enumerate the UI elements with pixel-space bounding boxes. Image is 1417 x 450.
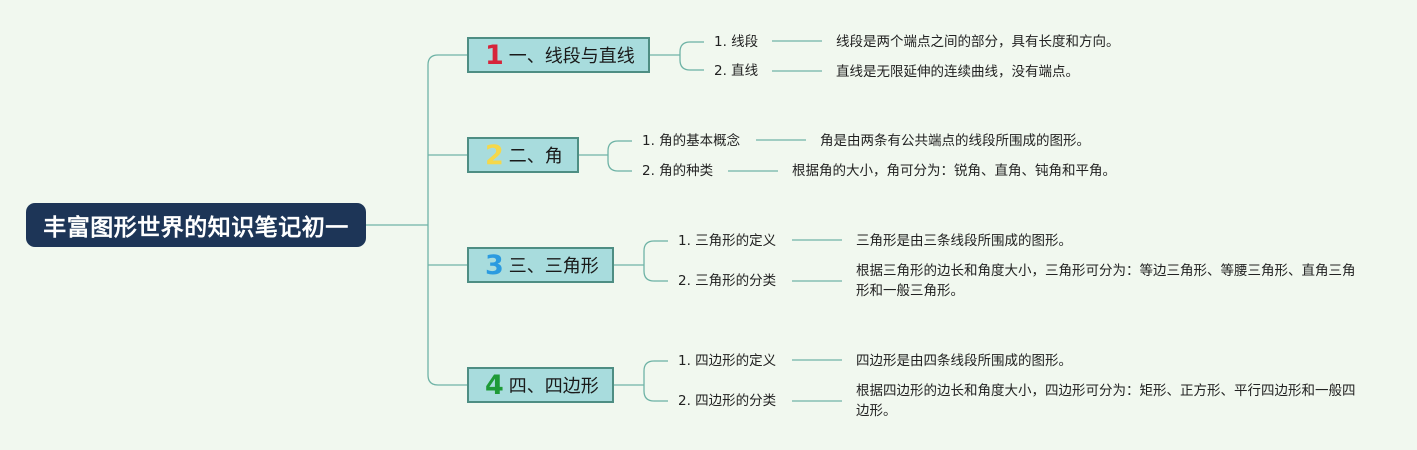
desc-1-1: 线段是两个端点之间的部分，具有长度和方向。 (836, 34, 1120, 50)
desc-4-1: 四边形是由四条线段所围成的图形。 (856, 353, 1072, 369)
branch-number-2: 2 (485, 139, 504, 171)
desc-4-2: 根据四边形的边长和角度大小，四边形可分为：矩形、正方形、平行四边形和一般四边形。 (856, 383, 1356, 419)
link-trunk (427, 54, 439, 386)
branch-title-3: 三、三角形 (508, 256, 599, 277)
link-b1-fork (679, 41, 691, 71)
sub-node-3-1[interactable]: 1. 三角形的定义 (678, 233, 777, 249)
branch-node-1[interactable]: 1 一、线段与直线 (467, 37, 650, 73)
sub-node-2-1[interactable]: 1. 角的基本概念 (642, 133, 741, 149)
link-b3-fork (643, 240, 655, 282)
sub-node-4-1[interactable]: 1. 四边形的定义 (678, 353, 777, 369)
sub-node-1-2[interactable]: 2. 直线 (714, 63, 759, 79)
desc-3-1: 三角形是由三条线段所围成的图形。 (856, 233, 1072, 249)
branch-number-1: 1 (485, 39, 504, 71)
branch-node-2[interactable]: 2 二、角 (467, 137, 579, 173)
branch-title-4: 四、四边形 (508, 376, 599, 397)
desc-3-2: 根据三角形的边长和角度大小，三角形可分为：等边三角形、等腰三角形、直角三角形和一… (856, 263, 1356, 299)
desc-1-2: 直线是无限延伸的连续曲线，没有端点。 (836, 64, 1079, 80)
branch-number-4: 4 (485, 369, 504, 401)
root-title: 丰富图形世界的知识笔记初一 (43, 215, 349, 241)
sub-node-4-2[interactable]: 2. 四边形的分类 (678, 393, 777, 409)
link-b4-fork (643, 360, 655, 402)
branch-title-2: 二、角 (508, 146, 563, 167)
sub-node-3-2[interactable]: 2. 三角形的分类 (678, 273, 777, 289)
desc-2-2: 根据角的大小，角可分为：锐角、直角、钝角和平角。 (792, 163, 1116, 179)
root-node[interactable]: 丰富图形世界的知识笔记初一 (26, 203, 366, 247)
branch-number-3: 3 (485, 249, 504, 281)
link-b2-fork (607, 140, 619, 172)
branch-node-4[interactable]: 4 四、四边形 (467, 367, 614, 403)
sub-node-2-2[interactable]: 2. 角的种类 (642, 163, 714, 179)
branch-node-3[interactable]: 3 三、三角形 (467, 247, 614, 283)
desc-2-1: 角是由两条有公共端点的线段所围成的图形。 (820, 133, 1090, 149)
branch-title-1: 一、线段与直线 (508, 46, 635, 67)
sub-node-1-1[interactable]: 1. 线段 (714, 34, 759, 50)
